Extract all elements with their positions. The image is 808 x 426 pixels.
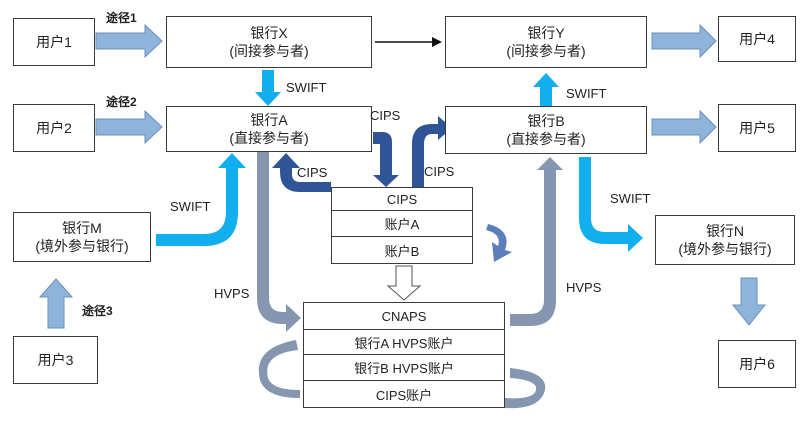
- arrow-user2-to-banka: [95, 109, 163, 145]
- cnaps-title-text: CNAPS: [381, 308, 427, 324]
- bank-m-name: 银行M: [62, 220, 102, 236]
- cnaps-bank-b-hvps: 银行B HVPS账户: [303, 354, 505, 381]
- swift-label-b-y: SWIFT: [566, 86, 607, 101]
- arrow-swift-b-to-y: [533, 73, 559, 107]
- bank-n-box: 银行N (境外参与银行): [655, 215, 795, 265]
- cips-account-b: 账户B: [331, 236, 473, 264]
- user5-box: 用户5: [718, 104, 796, 152]
- arrow-swift-m-to-a: [156, 153, 246, 246]
- cips-account-a-text: 账户A: [384, 217, 420, 232]
- bank-b-name: 银行B: [527, 113, 565, 129]
- swift-label-b-n: SWIFT: [610, 191, 651, 206]
- cnaps-cips-account: CIPS账户: [303, 380, 505, 408]
- user1-label: 用户1: [36, 34, 72, 50]
- arrow-cips-a-to-system: [373, 132, 399, 187]
- user6-box: 用户6: [718, 340, 796, 388]
- swift-label-m-a: SWIFT: [170, 199, 211, 214]
- bank-y-role: (间接参与者): [506, 43, 586, 59]
- route1-label: 途径1: [106, 11, 137, 25]
- swift-label-x-a: SWIFT: [286, 80, 327, 95]
- cips-label-right: CIPS: [424, 164, 455, 179]
- arrow-bankn-to-user6: [731, 277, 767, 326]
- bank-n-name: 银行N: [705, 223, 745, 239]
- user4-box: 用户4: [718, 16, 796, 62]
- arrow-user1-to-bankx: [95, 23, 163, 59]
- arrow-cnaps-left-cycle: [258, 340, 300, 398]
- cips-account-b-text: 账户B: [384, 243, 420, 259]
- bank-x-name: 银行X: [250, 25, 288, 41]
- bank-a-box: 银行A (直接参与者): [166, 106, 372, 152]
- cips-title-text: CIPS: [386, 191, 418, 207]
- cips-system-title: CIPS: [331, 187, 473, 211]
- bank-n-role: (境外参与银行): [678, 241, 772, 257]
- arrow-cips-system-to-a: [272, 153, 331, 192]
- user3-label: 用户3: [37, 352, 74, 368]
- arrow-cnaps-right-cycle: [505, 368, 546, 409]
- cnaps-cips-account-text: CIPS账户: [375, 387, 433, 403]
- bank-b-box: 银行B (直接参与者): [445, 106, 647, 154]
- user3-box: 用户3: [13, 336, 98, 384]
- arrow-swift-b-to-n: [579, 157, 643, 252]
- user2-box: 用户2: [13, 104, 95, 152]
- bank-y-box: 银行Y (间接参与者): [445, 16, 647, 68]
- bank-x-box: 银行X (间接参与者): [166, 16, 372, 68]
- user2-label: 用户2: [36, 120, 72, 136]
- bank-x-role: (间接参与者): [229, 43, 309, 59]
- cnaps-bank-a-hvps-text: 银行A HVPS账户: [354, 335, 454, 351]
- arrow-cips-to-cnaps: [386, 265, 422, 301]
- cips-label-top: CIPS: [370, 108, 401, 123]
- cips-label-left: CIPS: [297, 165, 328, 180]
- user4-label: 用户4: [739, 31, 775, 47]
- user1-box: 用户1: [13, 18, 95, 66]
- user6-label: 用户6: [739, 356, 775, 372]
- arrow-cips-accounts-cycle: [486, 224, 512, 262]
- arrow-banky-to-user4: [651, 23, 717, 59]
- cnaps-bank-b-hvps-text: 银行B HVPS账户: [354, 361, 454, 376]
- arrow-hvps-a-to-cnaps: [257, 150, 301, 332]
- bank-y-name: 银行Y: [527, 25, 565, 41]
- bank-a-name: 银行A: [250, 112, 288, 128]
- arrow-user3-to-bankm: [38, 278, 74, 329]
- bank-b-role: (直接参与者): [506, 131, 586, 147]
- hvps-label-a: HVPS: [214, 286, 250, 301]
- bank-m-role: (境外参与银行): [35, 238, 129, 254]
- arrow-cips-system-to-b: [412, 116, 452, 187]
- user5-label: 用户5: [739, 120, 775, 136]
- bank-a-role: (直接参与者): [229, 130, 309, 146]
- cnaps-bank-a-hvps: 银行A HVPS账户: [303, 329, 505, 355]
- arrow-hvps-cnaps-to-b: [510, 157, 563, 326]
- arrow-bankb-to-user5: [651, 109, 717, 145]
- cips-account-a: 账户A: [331, 210, 473, 237]
- bank-m-box: 银行M (境外参与银行): [13, 212, 151, 262]
- hvps-label-b: HVPS: [566, 280, 602, 295]
- cnaps-system-title: CNAPS: [303, 302, 505, 330]
- arrow-swift-x-to-a: [255, 70, 281, 106]
- route2-label: 途径2: [106, 95, 137, 109]
- route3-label: 途径3: [82, 304, 113, 318]
